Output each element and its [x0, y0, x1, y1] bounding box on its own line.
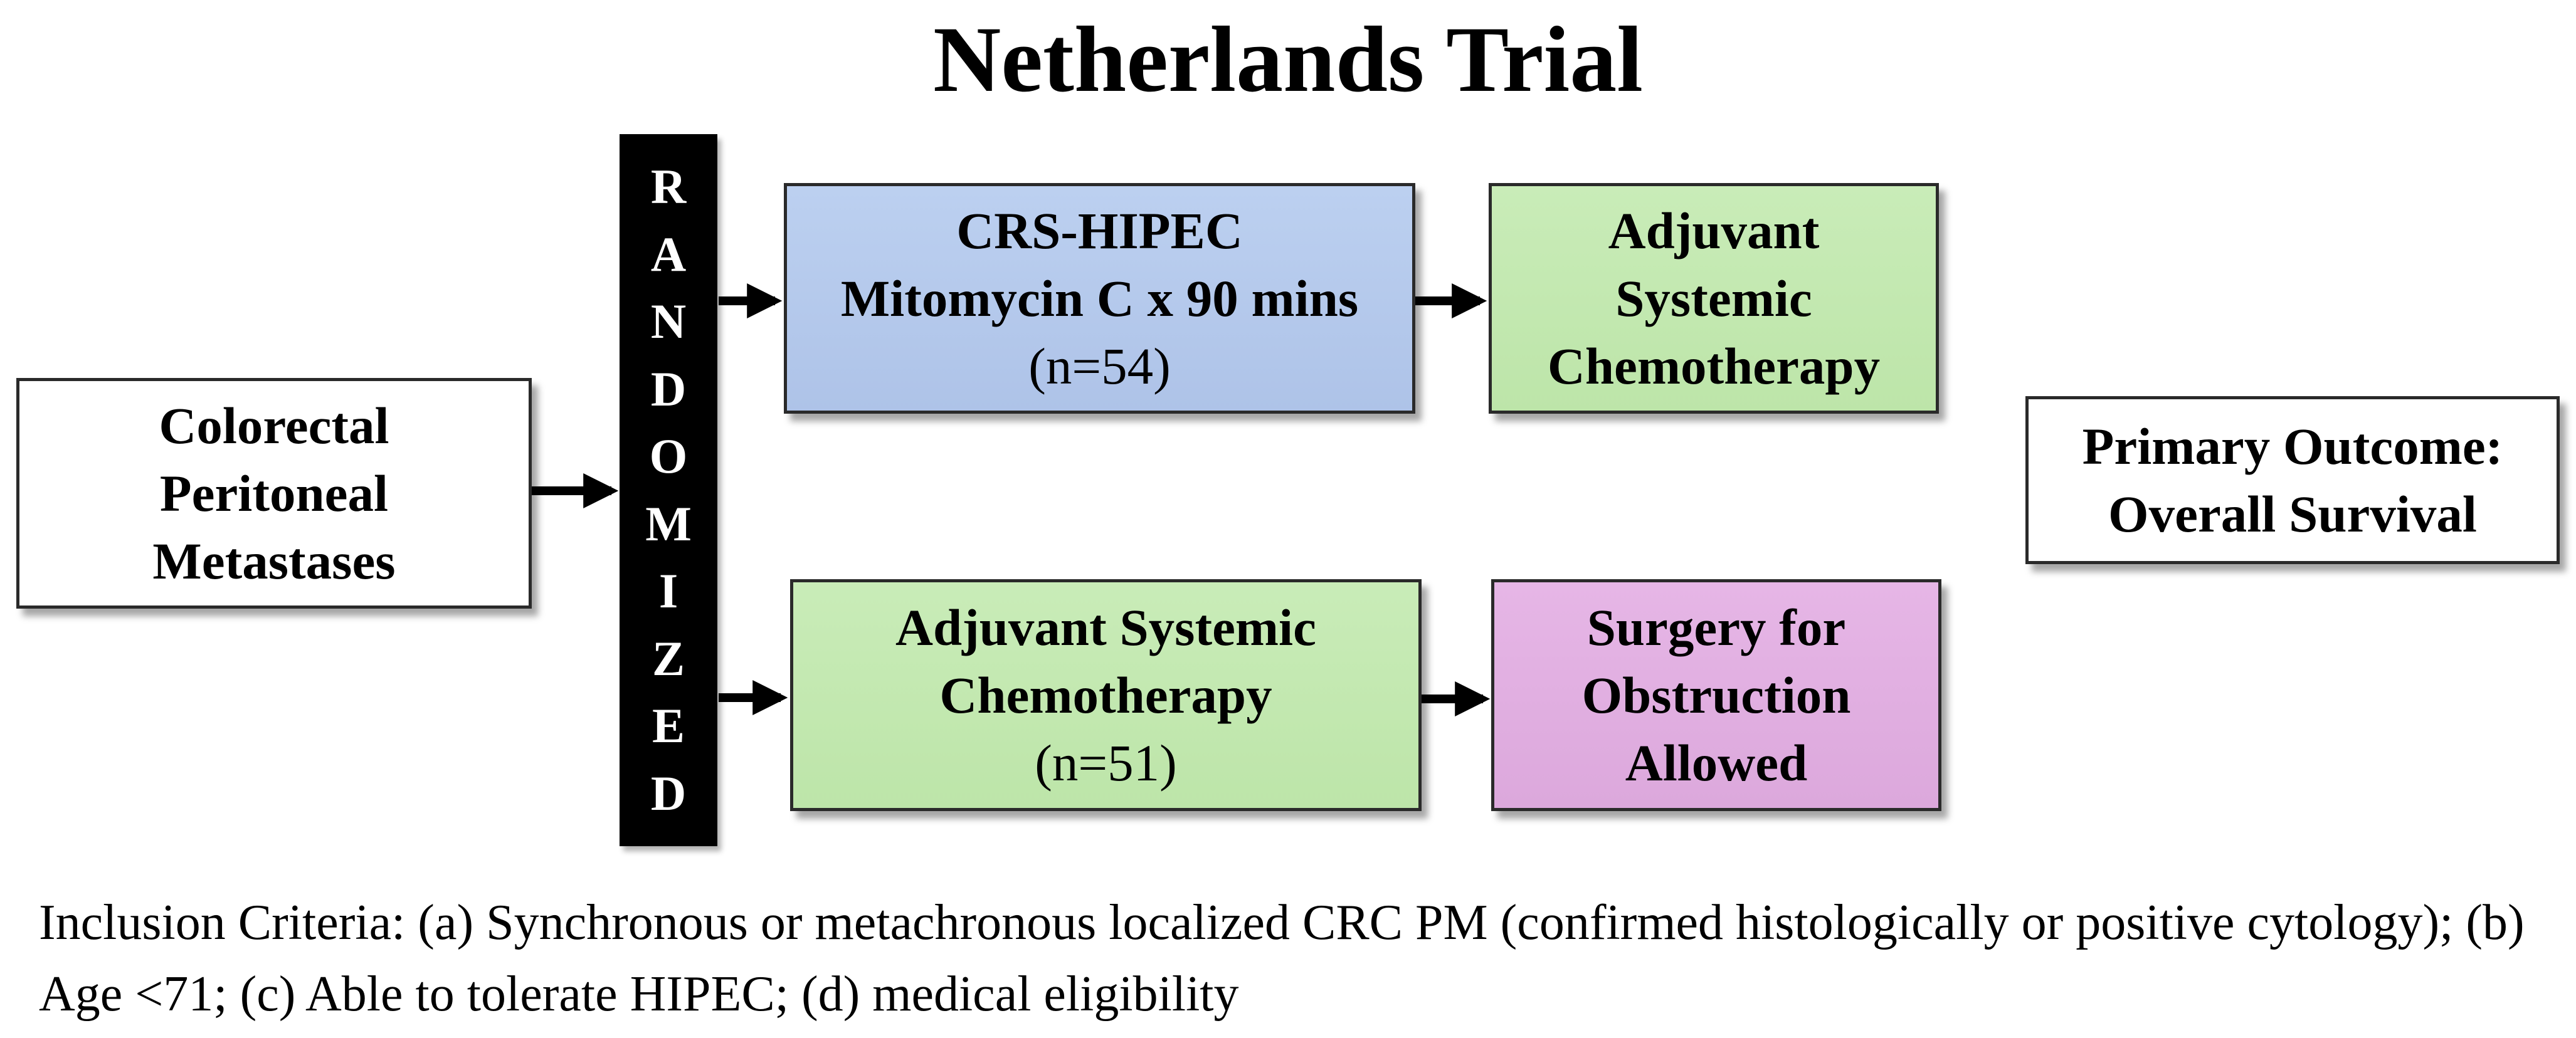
- population-line-2: Peritoneal: [159, 464, 389, 522]
- hipec-followup-line-1: Adjuvant: [1608, 202, 1820, 260]
- hipec-followup-line-3: Chemotherapy: [1547, 337, 1881, 395]
- hipec-followup-box: Adjuvant Systemic Chemotherapy: [1489, 183, 1939, 414]
- hipec-followup-line-2: Systemic: [1615, 270, 1812, 327]
- control-followup-line-3: Allowed: [1625, 734, 1808, 792]
- diagram-title: Netherlands Trial: [933, 8, 1643, 112]
- hipec-arm-title: CRS-HIPEC: [956, 202, 1243, 260]
- primary-outcome-line-2: Overall Survival: [2108, 485, 2477, 543]
- population-box: Colorectal Peritoneal Metastases: [16, 378, 532, 609]
- randomized-letter: Z: [652, 631, 685, 686]
- primary-outcome-line-1: Primary Outcome:: [2082, 417, 2503, 475]
- control-arm-box: Adjuvant Systemic Chemotherapy (n=51): [790, 579, 1422, 811]
- randomized-letter: R: [650, 159, 687, 214]
- primary-outcome-box: Primary Outcome: Overall Survival: [2025, 396, 2560, 564]
- population-line-3: Metastases: [152, 532, 396, 590]
- randomized-letter: I: [658, 564, 678, 619]
- randomized-letter: N: [650, 294, 687, 349]
- population-line-1: Colorectal: [159, 397, 389, 454]
- control-followup-box: Surgery for Obstruction Allowed: [1491, 579, 1941, 811]
- randomized-letter: E: [652, 698, 685, 753]
- inclusion-criteria: Inclusion Criteria: (a) Synchronous or m…: [39, 895, 2525, 1022]
- control-arm-title-1: Adjuvant Systemic: [895, 599, 1316, 656]
- randomized-letter: D: [650, 765, 687, 820]
- hipec-arm-regimen: Mitomycin C x 90 mins: [840, 270, 1359, 327]
- randomized-letter: A: [650, 226, 687, 281]
- control-followup-line-2: Obstruction: [1581, 666, 1851, 724]
- control-followup-line-1: Surgery for: [1586, 599, 1846, 656]
- randomized-letter: D: [650, 361, 687, 416]
- control-arm-title-2: Chemotherapy: [939, 666, 1272, 724]
- randomized-letter: O: [649, 429, 688, 484]
- randomized-bar: R A N D O M I Z E D: [620, 134, 717, 846]
- hipec-arm-box: CRS-HIPEC Mitomycin C x 90 mins (n=54): [784, 183, 1415, 414]
- randomized-letter: M: [645, 496, 692, 551]
- control-arm-n: (n=51): [1035, 734, 1177, 792]
- hipec-arm-n: (n=54): [1028, 337, 1171, 395]
